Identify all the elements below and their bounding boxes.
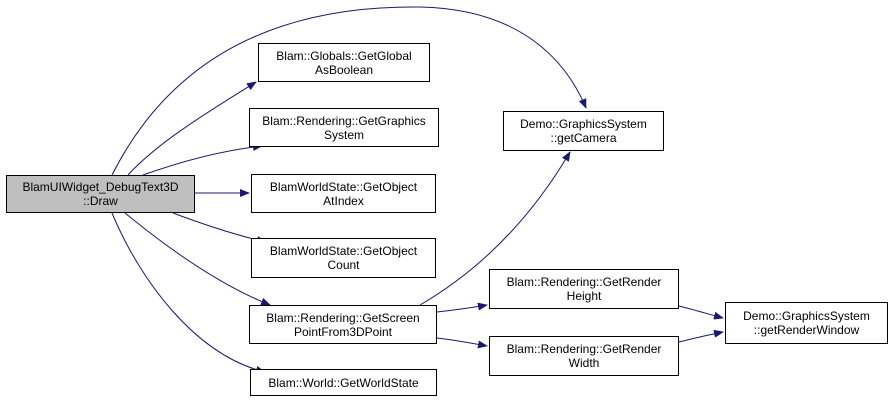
node-label-line-2: ::getRenderWindow: [753, 323, 860, 337]
node-get-render-width[interactable]: Blam::Rendering::GetRender Width: [489, 336, 679, 376]
node-graphics-system-get-camera[interactable]: Demo::GraphicsSystem ::getCamera: [503, 111, 664, 151]
edge-get-render-height-to-get-render-window: [678, 305, 724, 320]
node-get-render-height[interactable]: Blam::Rendering::GetRender Height: [489, 269, 679, 309]
edge-get-screen-point-to-get-camera: [419, 151, 571, 306]
edge-get-render-width-to-get-render-window: [678, 329, 724, 343]
node-label-line-2: AtIndex: [323, 193, 364, 208]
node-label-line-2: PointFrom3DPoint: [293, 324, 393, 339]
node-get-world-state[interactable]: Blam::World::GetWorldState: [250, 369, 437, 396]
node-get-object-count[interactable]: BlamWorldState::GetObject Count: [251, 238, 436, 278]
edge-get-screen-point-to-get-render-width: [436, 337, 488, 349]
node-label-line-2: Height: [566, 289, 602, 303]
node-label-line-1: Blam::Rendering::GetGraphics: [262, 113, 426, 128]
node-blam-ui-widget-debug-text3d-draw: BlamUIWidget_DebugText3D ::Draw: [6, 175, 195, 213]
node-label-line-2: AsBoolean: [314, 62, 374, 77]
edge-root-to-get-graphics-system: [142, 142, 263, 176]
node-label-line-1: Demo::GraphicsSystem: [520, 117, 647, 131]
edge-root-to-get-screen-point: [124, 212, 271, 306]
node-get-graphics-system[interactable]: Blam::Rendering::GetGraphics System: [249, 108, 439, 147]
node-get-screen-point-from-3d-point[interactable]: Blam::Rendering::GetScreen PointFrom3DPo…: [249, 305, 437, 344]
node-label-line-1: BlamWorldState::GetObject: [269, 179, 418, 194]
node-label-line-1: BlamWorldState::GetObject: [269, 244, 418, 258]
node-label-line-2: Count: [327, 258, 360, 272]
edge-root-to-get-camera: [111, 6, 587, 176]
edge-get-screen-point-to-get-render-height: [436, 302, 488, 313]
node-get-object-at-index[interactable]: BlamWorldState::GetObject AtIndex: [251, 174, 436, 213]
edge-root-to-get-global-as-boolean: [127, 81, 257, 176]
node-label-line-1: Blam::Rendering::GetRender: [506, 275, 662, 289]
node-label-line-1: Blam::World::GetWorldState: [268, 375, 419, 390]
node-label-line-2: ::getCamera: [550, 131, 617, 145]
node-get-global-as-boolean[interactable]: Blam::Globals::GetGlobal AsBoolean: [258, 43, 430, 82]
node-graphics-system-get-render-window[interactable]: Demo::GraphicsSystem ::getRenderWindow: [725, 302, 888, 344]
node-label-line-2: System: [323, 127, 364, 142]
node-label-line-1: Blam::Globals::GetGlobal: [276, 48, 412, 63]
node-label-line-1: Blam::Rendering::GetScreen: [266, 310, 420, 325]
edge-root-to-get-world-state: [111, 212, 266, 374]
node-label-line-2: Width: [568, 356, 600, 370]
node-label-line-1: Demo::GraphicsSystem: [743, 309, 870, 323]
node-label-line-1: BlamUIWidget_DebugText3D: [22, 180, 179, 194]
node-label-line-1: Blam::Rendering::GetRender: [506, 342, 662, 356]
node-label-line-2: ::Draw: [83, 194, 118, 208]
